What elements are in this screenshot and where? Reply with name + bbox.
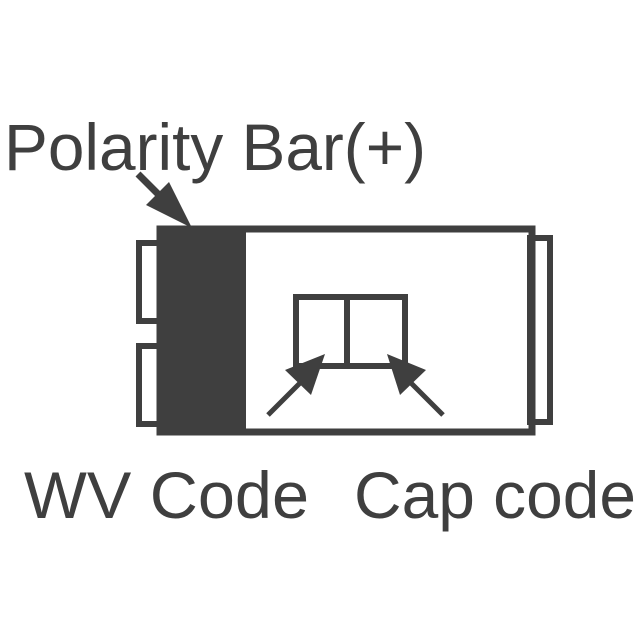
cap-code-arrow (387, 354, 445, 417)
cap-code-box (344, 294, 408, 369)
wv-code-arrow (266, 354, 325, 417)
wv-code-label: WV Code (24, 458, 309, 532)
polarity-arrow (135, 171, 192, 228)
polarity-bar (160, 229, 246, 432)
polarity-bar-label: Polarity Bar(+) (4, 110, 426, 184)
cap-code-label: Cap code (354, 458, 636, 532)
